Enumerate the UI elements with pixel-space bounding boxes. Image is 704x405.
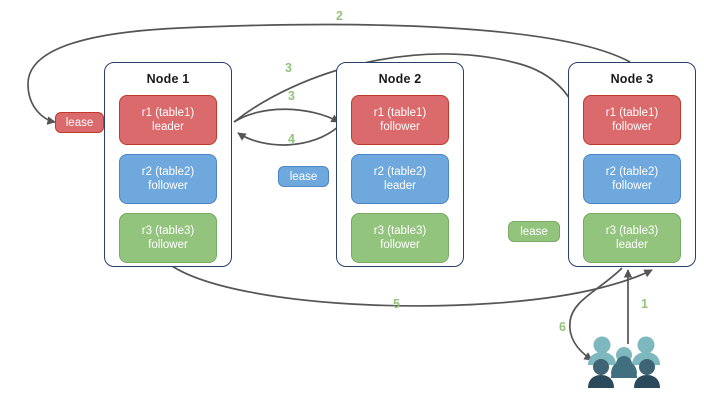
replica-role: follower [380, 239, 420, 251]
replica-role: leader [152, 121, 184, 133]
node-title: Node 2 [378, 72, 422, 86]
replica-name: r3 (table3) [373, 225, 427, 237]
lease-label: lease [520, 225, 548, 238]
replica-node3-r2[interactable]: r2 (table2) follower [583, 154, 681, 204]
node-box-3[interactable]: Node 3 r1 (table1) follower r2 (table2) … [568, 62, 696, 267]
replica-node1-r2[interactable]: r2 (table2) follower [119, 154, 217, 204]
step-label-1: 1 [641, 297, 648, 311]
replica-node3-r3[interactable]: r3 (table3) leader [583, 213, 681, 263]
step-label-6: 6 [559, 320, 566, 334]
arrow-step-5 [171, 265, 653, 307]
lease-label: lease [65, 116, 94, 129]
node-box-1[interactable]: Node 1 r1 (table1) leader r2 (table2) fo… [104, 62, 232, 267]
step-label-2: 2 [336, 9, 343, 23]
lease-label: lease [289, 170, 318, 183]
step-label-3-upper: 3 [285, 61, 292, 75]
replica-node1-r3[interactable]: r3 (table3) follower [119, 213, 217, 263]
replica-name: r3 (table3) [141, 225, 195, 237]
step-label-5: 5 [393, 297, 400, 311]
node-box-2[interactable]: Node 2 r1 (table1) follower r2 (table2) … [336, 62, 464, 267]
node-title: Node 3 [610, 72, 654, 86]
replica-role: leader [384, 180, 416, 192]
replica-node2-r3[interactable]: r3 (table3) follower [351, 213, 449, 263]
replica-role: follower [148, 180, 188, 192]
replica-node3-r1[interactable]: r1 (table1) follower [583, 95, 681, 145]
replica-role: follower [148, 239, 188, 251]
users-icon [588, 336, 660, 388]
replica-name: r2 (table2) [373, 166, 427, 178]
replica-name: r1 (table1) [605, 107, 659, 119]
replica-node1-r1[interactable]: r1 (table1) leader [119, 95, 217, 145]
step-label-4: 4 [288, 132, 295, 146]
replica-role: follower [612, 180, 652, 192]
replica-name: r1 (table1) [141, 107, 195, 119]
replica-name: r2 (table2) [605, 166, 659, 178]
replica-node2-r1[interactable]: r1 (table1) follower [351, 95, 449, 145]
arrow-step-3-mid [233, 108, 340, 123]
replica-name: r3 (table3) [605, 225, 659, 237]
node-title: Node 1 [146, 72, 190, 86]
replica-node2-r2[interactable]: r2 (table2) leader [351, 154, 449, 204]
replica-role: leader [616, 239, 648, 251]
replica-role: follower [380, 121, 420, 133]
replica-name: r1 (table1) [373, 107, 427, 119]
replica-role: follower [612, 121, 652, 133]
replica-name: r2 (table2) [141, 166, 195, 178]
lease-badge-blue[interactable]: lease [278, 166, 329, 187]
step-label-3-mid: 3 [288, 89, 295, 103]
lease-badge-red[interactable]: lease [55, 112, 104, 133]
lease-badge-green[interactable]: lease [508, 221, 560, 242]
